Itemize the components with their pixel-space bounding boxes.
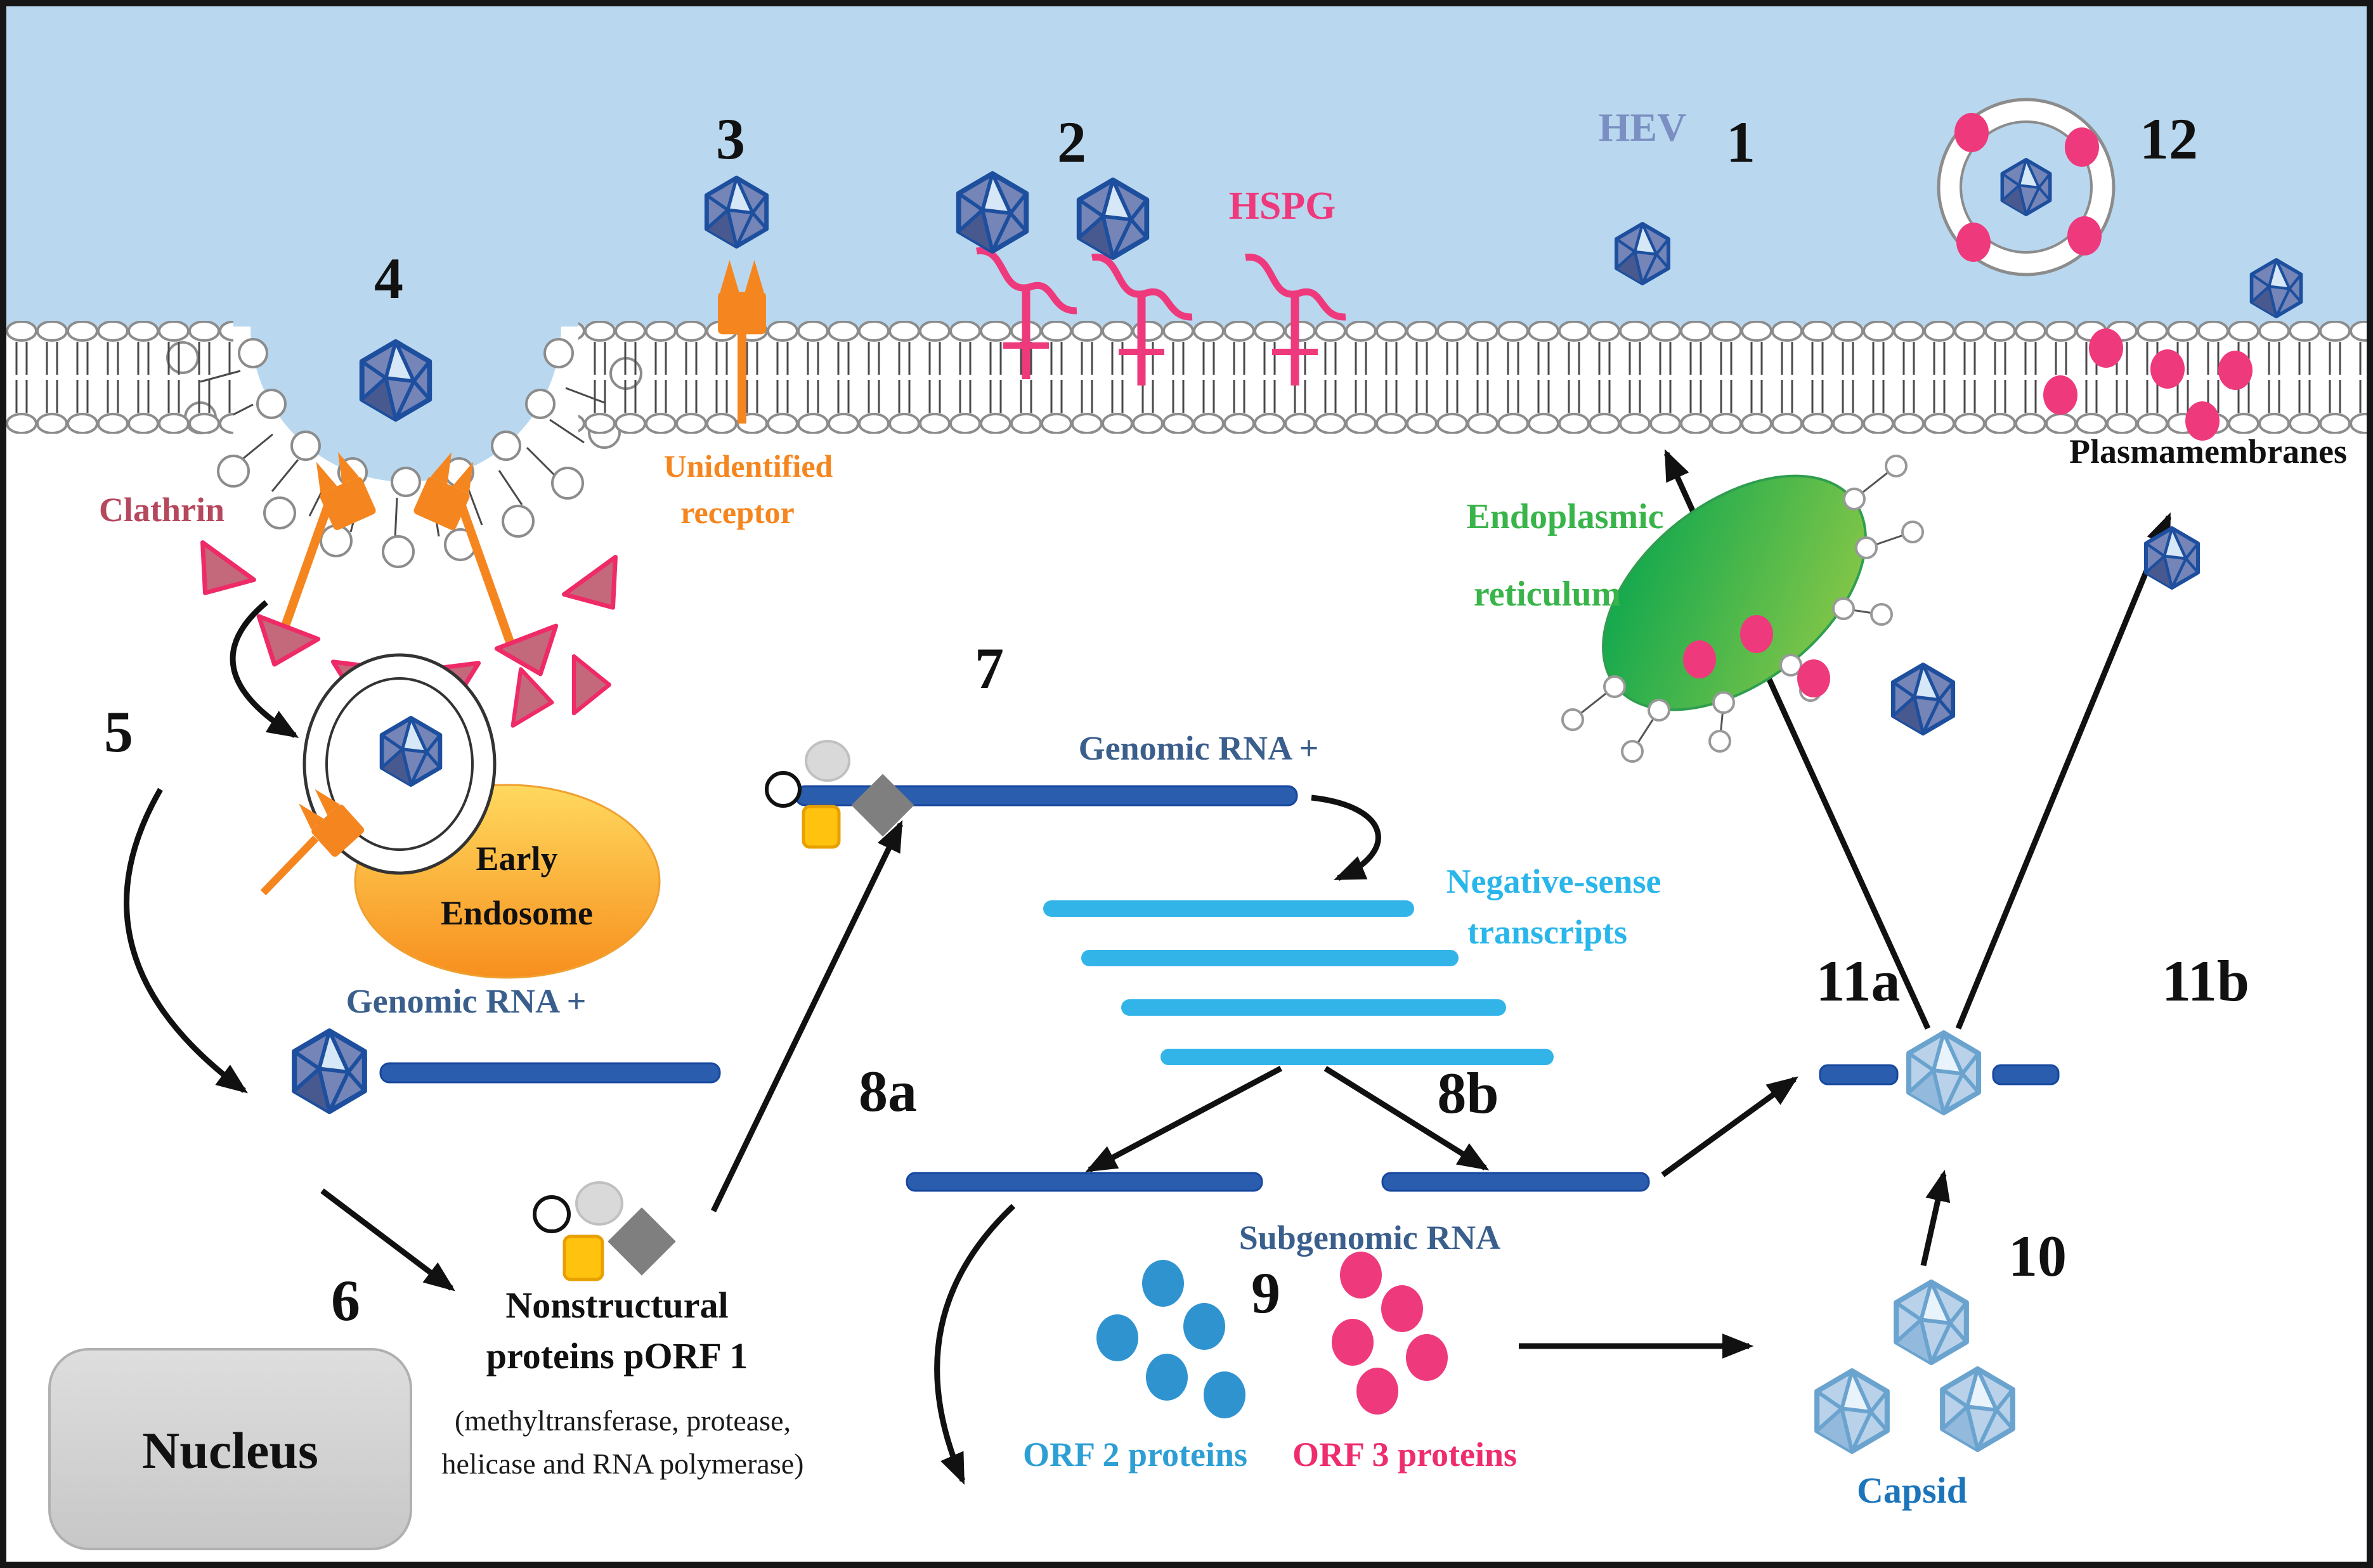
unidentified-receptor-label-line1: Unidentified: [664, 448, 833, 484]
arrow-internalization: [230, 600, 299, 738]
step-12-label: 12: [2140, 107, 2198, 171]
hev-virion-cytoplasm-right: [2146, 528, 2198, 588]
genomic-rna-replication-label: Genomic RNA +: [1079, 729, 1319, 767]
arrow-encapsidation: [1920, 1169, 1951, 1266]
hspg-label: HSPG: [1229, 185, 1336, 228]
nonstructural-label-line1: Nonstructural: [505, 1285, 728, 1326]
hev-virion-near-er: [1893, 664, 1953, 733]
orf3-in-plasma-membrane: [2043, 328, 2253, 441]
step-7-label: 7: [975, 636, 1004, 701]
arrow-8b: [1323, 1066, 1490, 1170]
orf3-on-envelope: [1954, 113, 2102, 262]
hspg-1: [976, 247, 1077, 379]
arrow-translation: [320, 1188, 455, 1292]
hev-virion-hspg-a: [959, 174, 1027, 251]
subgenomic-rna-right: [1381, 1172, 1650, 1192]
nonstructural-label-line2: proteins pORF 1: [486, 1335, 748, 1377]
arrow-negative-sense-synthesis: [1311, 794, 1381, 881]
replication-complex: [765, 740, 1298, 849]
unidentified-receptor-label-line2: receptor: [680, 495, 795, 530]
nucleus: [48, 1348, 412, 1550]
plasma-membrane-left: [6, 321, 233, 434]
hev-capsid-step6: [294, 1031, 365, 1111]
negative-sense-transcripts: [1043, 900, 1554, 1065]
hev-virion-step3: [706, 178, 766, 246]
arrow-packaging: [1661, 1076, 1799, 1177]
step-8b-label: 8b: [1437, 1061, 1499, 1125]
clathrin-label: Clathrin: [99, 491, 224, 529]
step-2-label: 2: [1057, 110, 1086, 174]
hev-virion-released: [2252, 260, 2301, 316]
subgenomic-rna-label: Subgenomic RNA: [1239, 1219, 1501, 1257]
arrow-uncoating: [124, 787, 248, 1094]
step-8a-label: 8a: [859, 1059, 917, 1124]
arrow-8a: [1085, 1066, 1283, 1172]
subgenomic-rna-left: [906, 1172, 1263, 1192]
genomic-rna-entry-strand: [379, 1062, 721, 1084]
endoplasmic-reticulum: [1561, 455, 1924, 763]
early-endosome-label-line1: Early: [476, 839, 558, 878]
orf2-proteins: [1096, 1260, 1245, 1418]
step-6-label: 6: [331, 1268, 360, 1333]
step-1-label: 1: [1726, 110, 1755, 174]
nonstructural-detail-line2: helicase and RNA polymerase): [442, 1448, 804, 1480]
step-11b-label: 11b: [2162, 949, 2249, 1013]
negative-sense-label-line2: transcripts: [1467, 913, 1627, 951]
hspg-structures: [976, 247, 1346, 386]
hev-virion-in-pit: [362, 342, 430, 419]
nonstructural-protein-shapes: [533, 1181, 676, 1281]
nonstructural-detail-line1: (methyltransferase, protease,: [455, 1404, 791, 1437]
orf3-on-er: [1683, 615, 1830, 697]
er-label-line2: reticulum: [1474, 574, 1621, 614]
er-label-line1: Endoplasmic: [1466, 497, 1663, 536]
nucleus-label: Nucleus: [142, 1422, 318, 1479]
step-11a-label: 11a: [1816, 949, 1901, 1013]
endocytic-vesicle: [260, 653, 497, 896]
negative-sense-label-line1: Negative-sense: [1447, 862, 1661, 900]
arrow-replication: [710, 820, 904, 1212]
step-9-label: 9: [1251, 1260, 1280, 1325]
arrow-11b-egress: [1955, 512, 2172, 1030]
hev-virion-free: [1616, 224, 1668, 283]
orf3-proteins: [1332, 1252, 1448, 1415]
early-endosome-label-line2: Endosome: [441, 894, 593, 932]
packaged-genome-complex: [1819, 1033, 2060, 1113]
genomic-rna-entry-label: Genomic RNA +: [346, 982, 587, 1020]
plasma-membranes-label: Plasmamembranes: [2069, 432, 2347, 470]
step-4-label: 4: [374, 246, 403, 311]
arrow-subgenomic-translation: [934, 1203, 1016, 1485]
capsid-label: Capsid: [1857, 1470, 1967, 1511]
receptors-in-pit: [275, 447, 515, 645]
hev-virion-hspg-b: [1079, 180, 1147, 257]
step-5-label: 5: [104, 699, 133, 764]
orf3-label: ORF 3 proteins: [1292, 1435, 1517, 1474]
orf2-label: ORF 2 proteins: [1023, 1435, 1247, 1474]
hspg-3: [1245, 254, 1346, 386]
plasma-membrane-right: [578, 321, 2368, 434]
hev-label: HEV: [1599, 105, 1687, 150]
unidentified-receptor-structure: [718, 259, 766, 424]
capsid-cluster: [1817, 1282, 2013, 1451]
hspg-2: [1091, 254, 1193, 386]
quasi-enveloped-virion: [1937, 98, 2116, 276]
step-10-label: 10: [2008, 1224, 2067, 1288]
step-3-label: 3: [716, 107, 745, 171]
